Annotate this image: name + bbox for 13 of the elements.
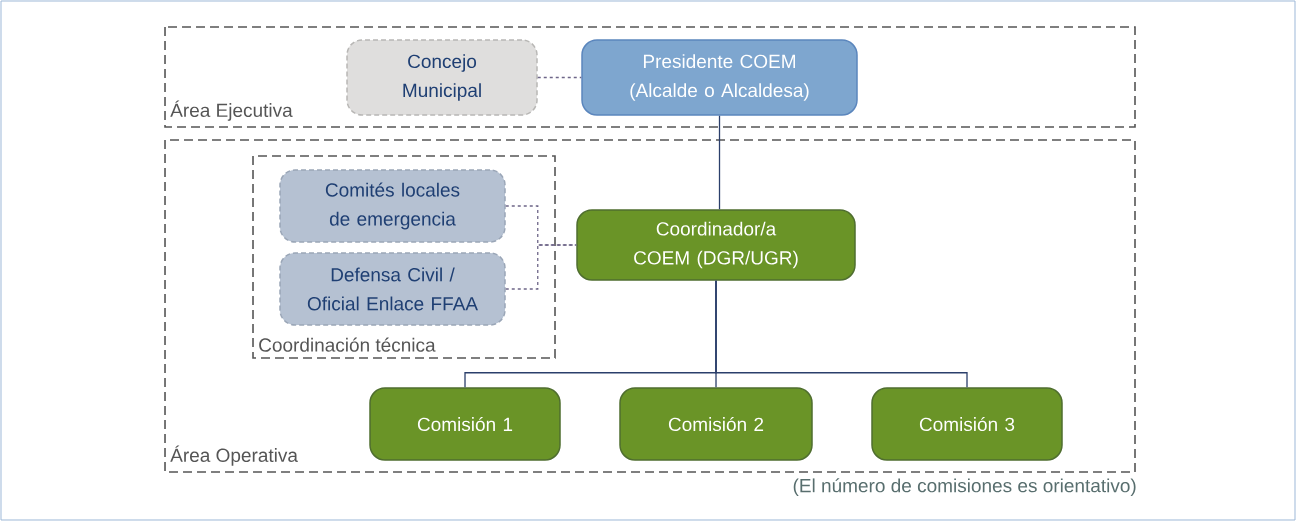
committee-box: Comités locales de emergencia xyxy=(279,169,506,243)
coordinator-box: Comisión 3 xyxy=(871,387,1063,461)
coordinator-box: Comisión 2 xyxy=(619,387,813,461)
coordinator-box: Coordinador/a COEM (DGR/UGR) xyxy=(576,209,856,281)
note-text: (El número de comisiones es orientativo) xyxy=(793,478,1136,497)
connector-line xyxy=(537,76,582,79)
concejo-box: Concejo Municipal xyxy=(346,39,538,116)
coordinator-box: Comisión 1 xyxy=(369,387,561,461)
connector-line xyxy=(505,205,577,246)
president-box: Presidente COEM (Alcalde o Alcaldesa) xyxy=(581,39,858,116)
connector-line xyxy=(718,115,721,210)
connector-line xyxy=(715,280,968,388)
committee-box: Defensa Civil / Oficial Enlace FFAA xyxy=(279,252,506,326)
